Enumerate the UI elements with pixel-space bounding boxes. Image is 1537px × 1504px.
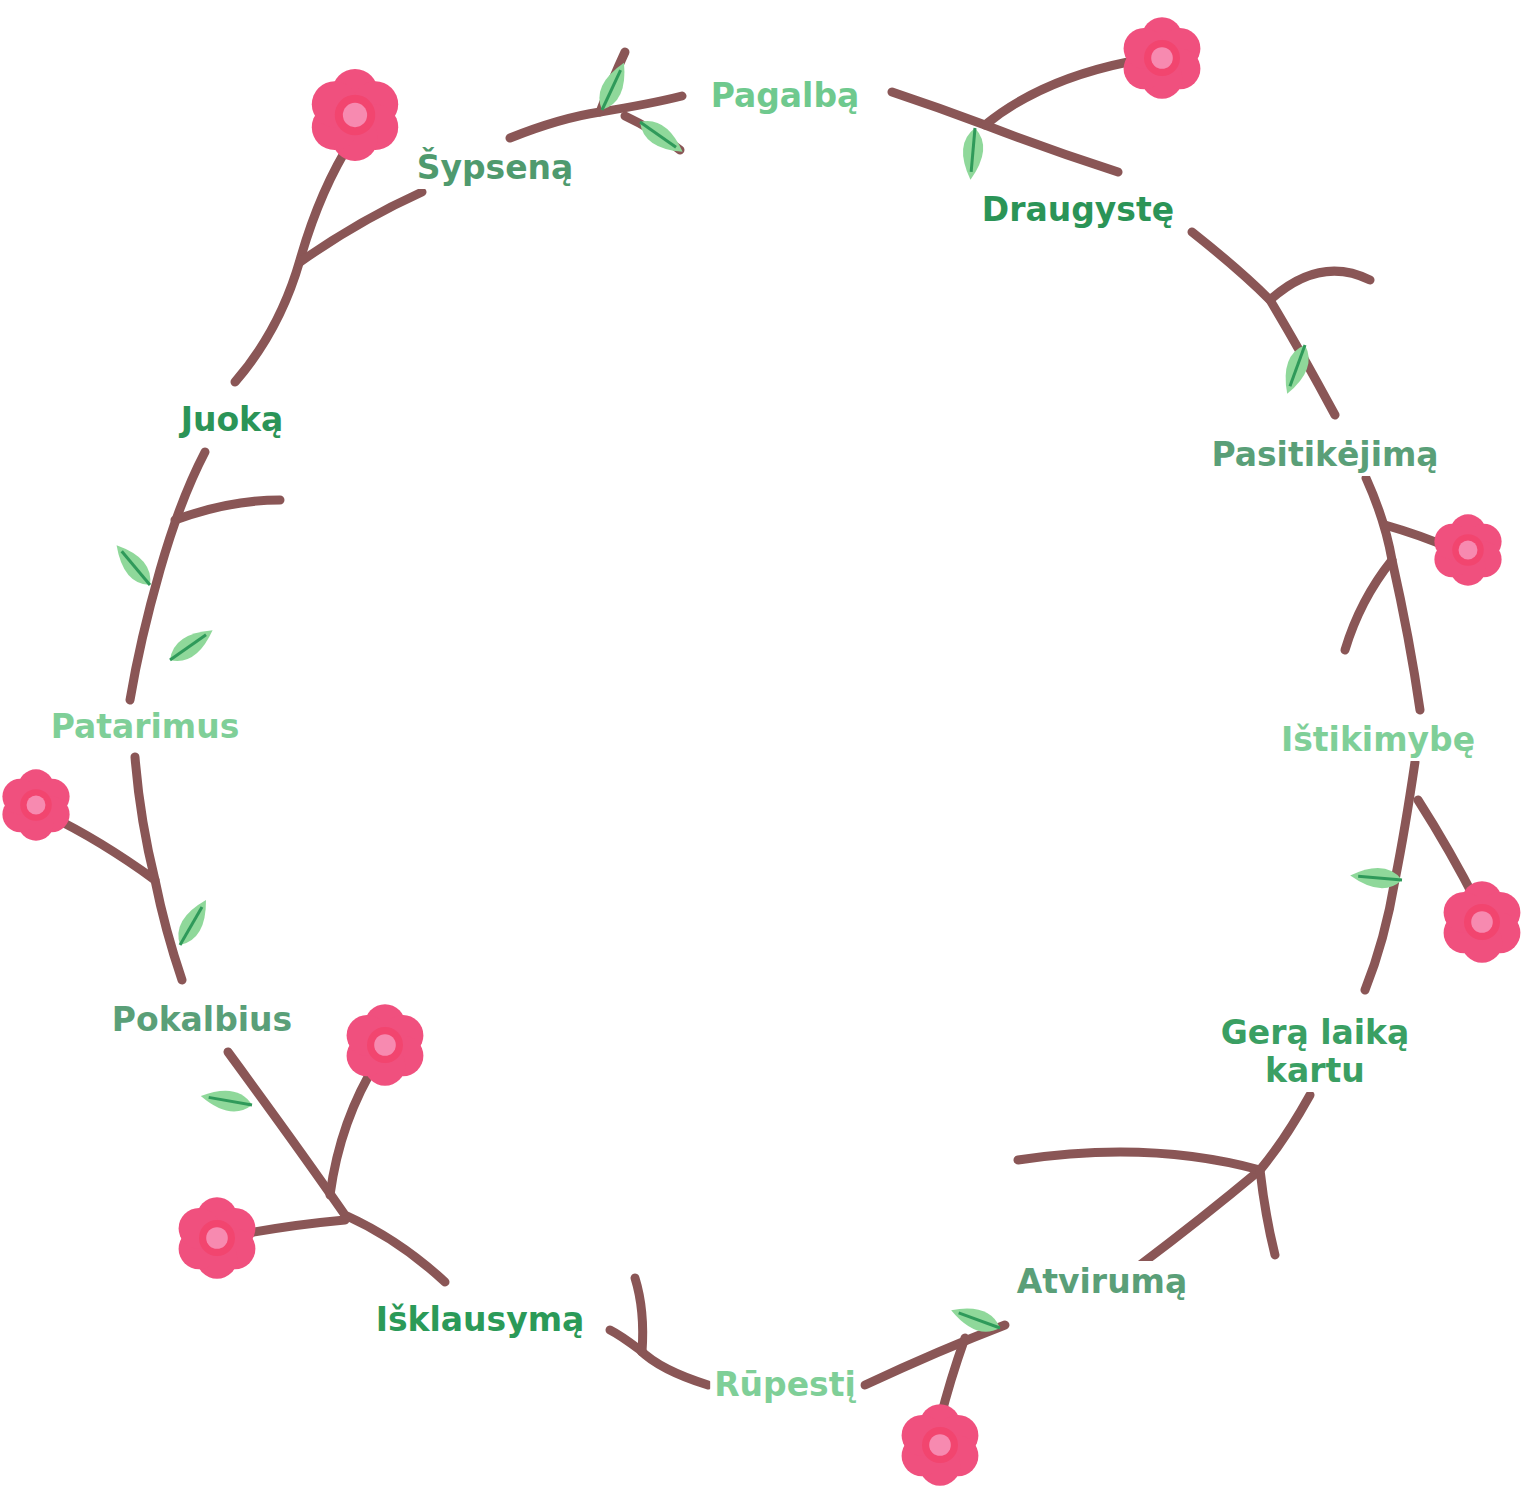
flowers (2, 17, 1520, 1486)
word-label: Rūpestį (710, 1364, 860, 1406)
word-label: Gerą laiką kartu (1186, 1012, 1444, 1092)
word-label: Patarimus (47, 706, 244, 748)
word-label: Ištikimybę (1277, 719, 1479, 761)
word-label: Pagalbą (707, 75, 864, 117)
leaves (109, 59, 1403, 1338)
word-label: Pokalbius (108, 999, 296, 1041)
word-label: Draugystę (978, 189, 1178, 231)
branches (48, 52, 1478, 1420)
word-label: Šypseną (413, 147, 578, 189)
word-label: Atvirumą (1013, 1261, 1192, 1303)
word-label: Išklausymą (372, 1299, 589, 1341)
word-label: Pasitikėjimą (1207, 434, 1442, 476)
word-label: Juoką (177, 399, 288, 441)
